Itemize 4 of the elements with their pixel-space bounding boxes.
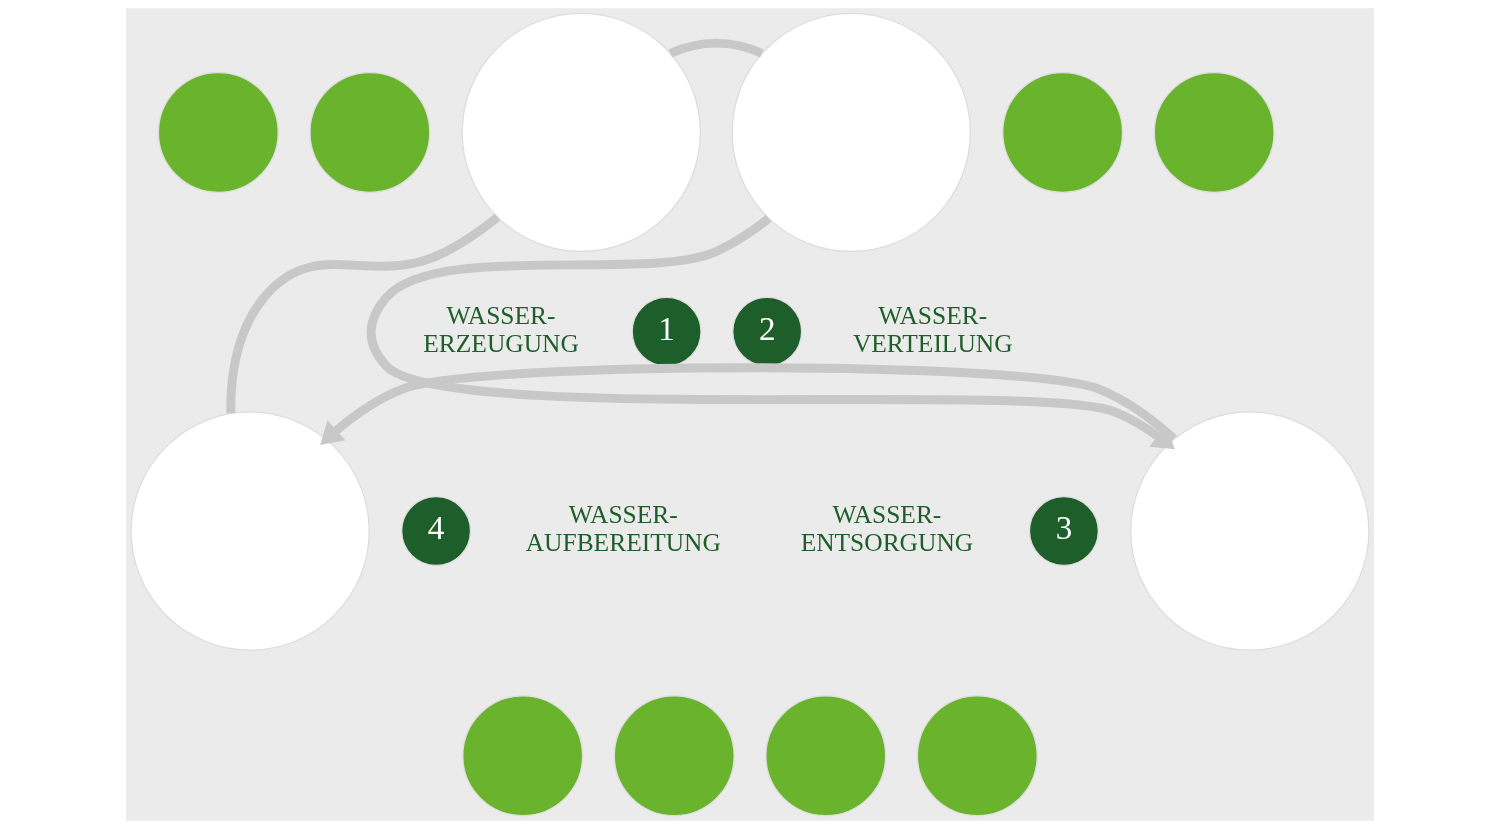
node-label: WASSER- AUFBEREITUNG (525, 500, 721, 558)
node-label: WASSER- ERZEUGUNG (423, 301, 579, 359)
node-label: WASSER- VERTEILUNG (852, 301, 1013, 359)
node-label: WASSER- ENTSORGUNG (800, 500, 974, 558)
